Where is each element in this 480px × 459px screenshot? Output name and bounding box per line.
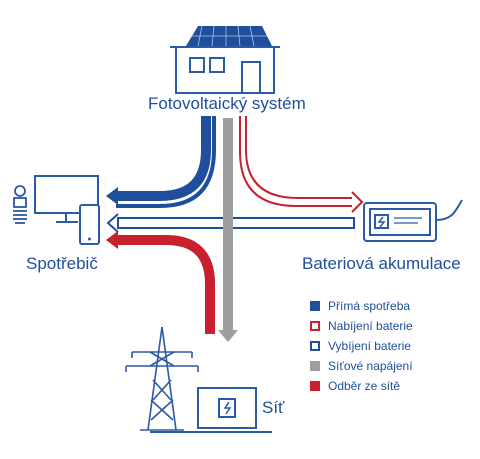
grid-label: Síť [262,398,285,417]
legend-swatch [310,361,320,371]
legend-swatch [310,321,320,331]
house-icon [170,46,280,94]
legend-swatch [310,341,320,351]
legend-label: Odběr ze sítě [328,379,401,393]
legend-label: Vybíjení baterie [328,339,411,353]
battery-discharging-flow [117,217,355,229]
legend-swatch [310,381,320,391]
pv-system-label: Fotovoltaický systém [148,94,306,113]
grid-feed-flow [223,118,233,332]
grid-draw-flow [116,235,215,334]
battery-charging-flow [239,116,352,207]
bulb-icon [13,185,27,224]
legend-item: Nabíjení baterie [310,316,413,336]
battery-label: Bateriová akumulace [302,254,461,273]
tablet-icon [79,204,100,245]
legend-item: Síťové napájení [310,356,413,376]
legend-item: Přímá spotřeba [310,296,413,316]
legend: Přímá spotřeba Nabíjení baterie Vybíjení… [310,296,413,396]
legend-swatch [310,301,320,311]
power-pylon-icon [125,326,199,431]
legend-label: Nabíjení baterie [328,319,413,333]
legend-label: Síťové napájení [328,359,413,373]
meter-box-icon [150,387,272,433]
solar-panel-icon [186,25,272,47]
direct-consumption-flow [116,116,211,201]
legend-item: Odběr ze sítě [310,376,413,396]
consumer-label: Spotřebič [26,254,98,273]
legend-item: Vybíjení baterie [310,336,413,356]
flow-pipes [106,116,364,342]
battery-icon [363,199,463,242]
legend-label: Přímá spotřeba [328,299,411,313]
